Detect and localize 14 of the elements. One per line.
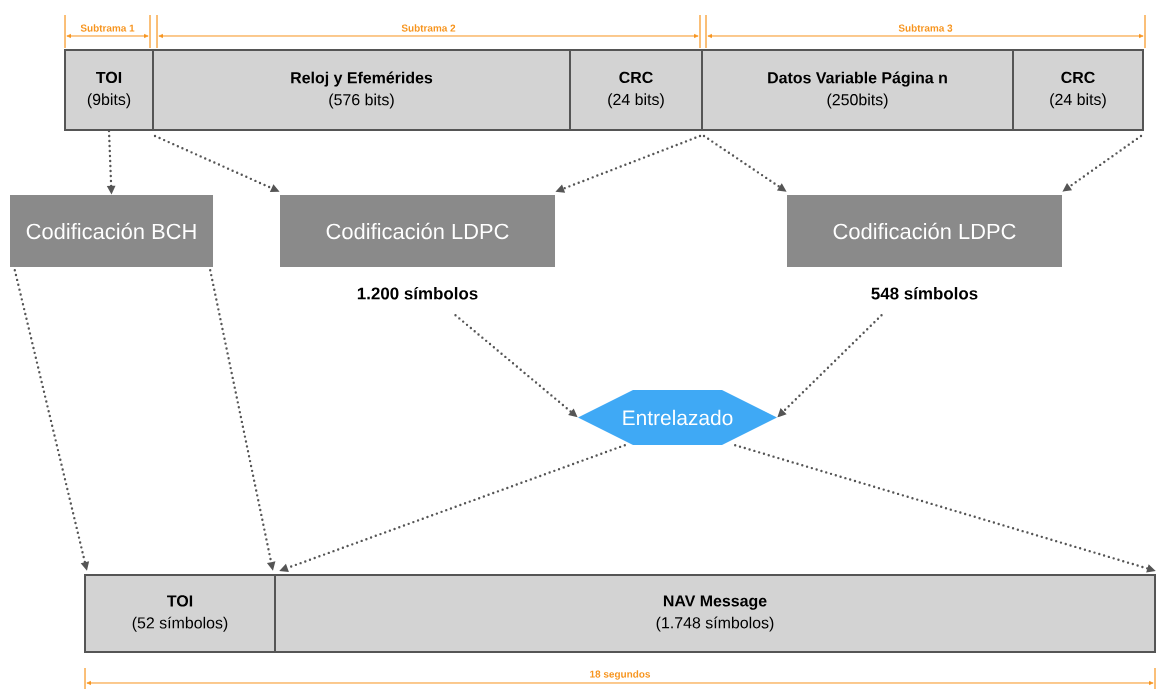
dimension-label: Subtrama 2 [399, 22, 458, 34]
field-box: CRC (24 bits) [1012, 49, 1144, 131]
dimension-label: Subtrama 3 [896, 22, 955, 34]
dimension-label: 18 segundos [588, 668, 652, 682]
node-caption: 548 símbolos [871, 286, 978, 300]
field-box: CRC (24 bits) [569, 49, 703, 131]
process-box: Codificación LDPC [280, 195, 555, 267]
field-box: TOI (52 símbolos) [84, 574, 276, 653]
hexagon-box: Entrelazado [578, 390, 777, 445]
process-box: Codificación LDPC [787, 195, 1062, 267]
dimension-label: Subtrama 1 [78, 22, 137, 34]
process-box: Codificación BCH [10, 195, 213, 267]
field-box: TOI (9bits) [64, 49, 154, 131]
node-caption: 1.200 símbolos [357, 286, 478, 300]
